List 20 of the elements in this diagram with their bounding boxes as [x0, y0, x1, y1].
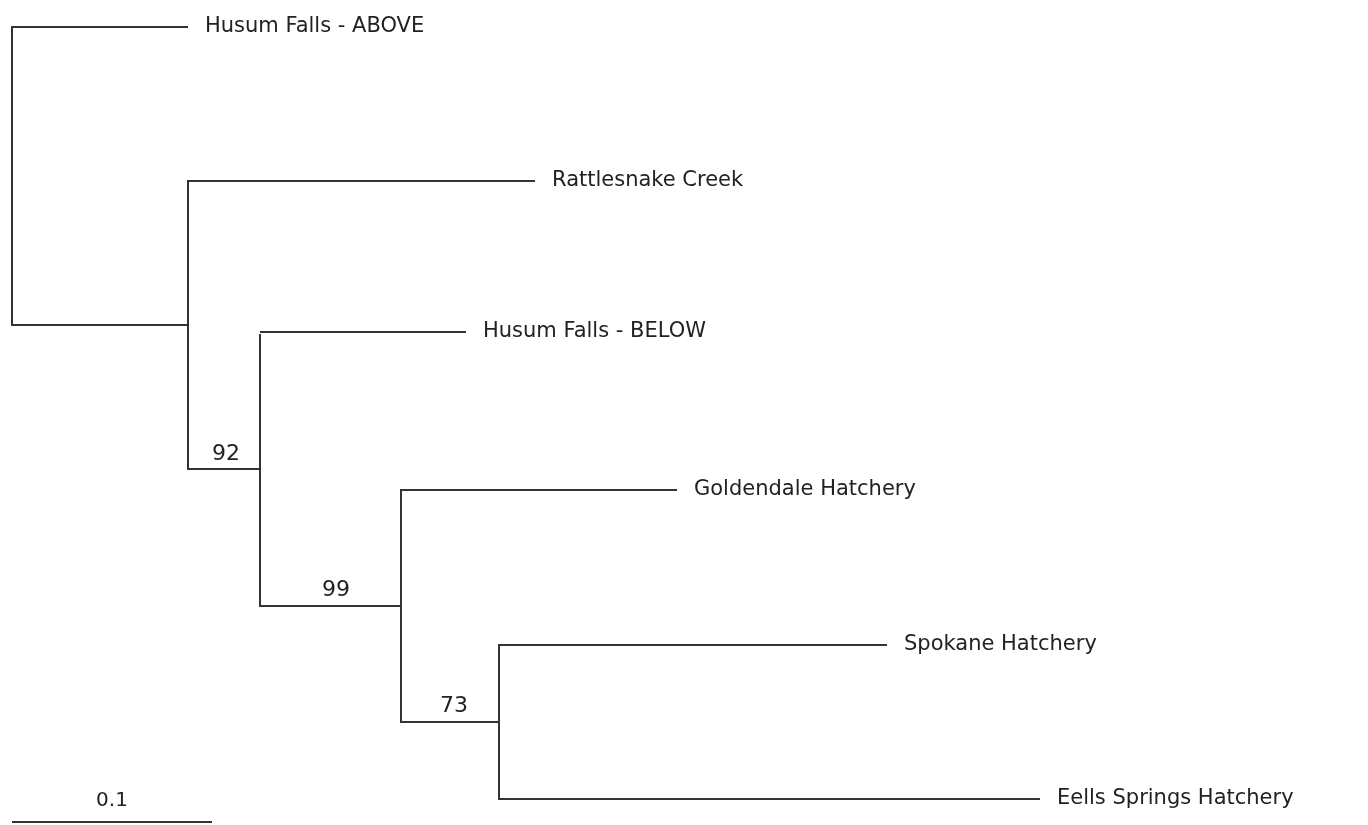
taxon-label: Eells Springs Hatchery: [1040, 783, 1294, 811]
branch-line: [187, 468, 261, 470]
taxon-label: Rattlesnake Creek: [535, 165, 744, 193]
branch-line: [187, 180, 536, 182]
taxon-label: Husum Falls - BELOW: [466, 316, 706, 344]
branch-line: [259, 605, 402, 607]
branch-line: [400, 721, 500, 723]
taxon-label: Goldendale Hatchery: [677, 474, 916, 502]
branch-line: [498, 644, 888, 646]
taxon-label: Spokane Hatchery: [887, 629, 1097, 657]
bootstrap-value: 73: [440, 691, 468, 717]
branch-line: [11, 26, 189, 28]
branch-line: [259, 331, 467, 333]
branch-line: [400, 489, 678, 491]
bootstrap-value: 92: [212, 439, 240, 465]
branch-line: [11, 324, 189, 326]
taxon-label: Husum Falls - ABOVE: [188, 11, 425, 39]
bootstrap-value: 99: [322, 575, 350, 601]
scale-label: 0.1: [96, 787, 128, 811]
branch-line: [498, 798, 1041, 800]
